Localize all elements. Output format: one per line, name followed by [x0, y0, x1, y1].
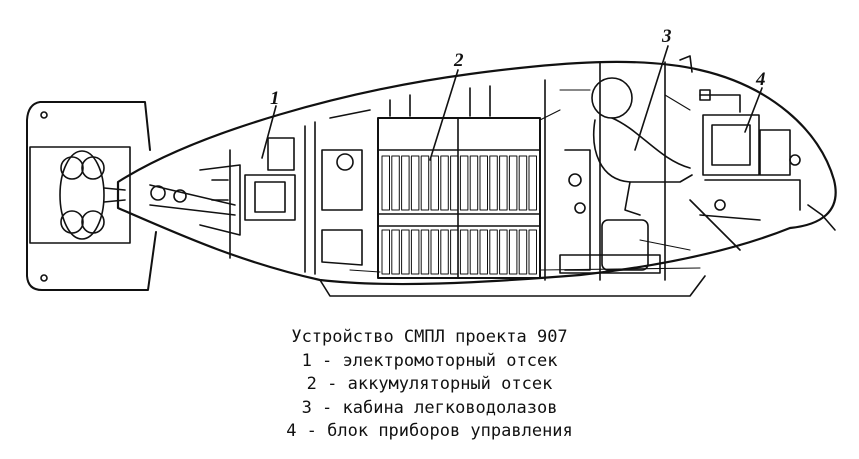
hull-outline: [116, 60, 837, 286]
battery-cell: [410, 229, 420, 275]
battery-compartment: [377, 85, 541, 279]
figure-caption: Устройство СМПЛ проекта 907 1 - электром…: [0, 326, 859, 444]
battery-cell: [391, 155, 400, 211]
battery-cell: [469, 155, 479, 211]
tail-fin-panel: [29, 146, 131, 244]
battery-cell: [479, 229, 488, 275]
battery-cell: [450, 229, 459, 275]
battery-cell: [479, 155, 488, 211]
propeller: [59, 150, 126, 240]
motor-compartment: [149, 121, 316, 275]
battery-cell: [410, 155, 420, 211]
battery-cell: [528, 229, 537, 275]
callout-leader-3: [634, 45, 669, 151]
battery-cell: [499, 155, 508, 211]
interior-piping: [349, 89, 701, 273]
battery-cell: [518, 155, 528, 211]
legend-item-1: 1 - электромоторный отсек: [301, 350, 558, 371]
legend-item-3: 3 - кабина легководолазов: [301, 397, 558, 418]
battery-cell: [518, 229, 528, 275]
battery-cell: [440, 229, 449, 275]
battery-cell: [508, 155, 518, 211]
battery-cell: [508, 229, 518, 275]
callout-leader-2: [429, 69, 459, 161]
legend-item-2: 2 - аккумуляторный отсек: [306, 374, 553, 394]
battery-cell: [420, 229, 430, 275]
callout-4: 4: [755, 69, 766, 90]
battery-cells-upper: [381, 155, 537, 211]
battery-cell: [528, 155, 537, 211]
battery-cell: [499, 229, 508, 275]
callout-leader-4: [744, 87, 763, 133]
battery-cell: [459, 229, 469, 275]
battery-cell: [469, 229, 479, 275]
battery-cell: [489, 229, 498, 275]
legend-item-4: 4 - блок приборов управления: [286, 421, 573, 441]
battery-cell: [381, 155, 390, 211]
battery-cell: [459, 155, 469, 211]
tail-fin: [26, 101, 157, 291]
battery-cell: [489, 155, 498, 211]
auxiliary-equipment: [321, 109, 371, 266]
diver-cabin: [544, 55, 693, 281]
callout-2: 2: [453, 50, 464, 71]
submarine-cutaway-drawing: 1 2 3 4: [26, 26, 837, 297]
battery-cell: [381, 229, 390, 275]
battery-cell: [391, 229, 400, 275]
caption-title: Устройство СМПЛ проекта 907: [291, 327, 568, 347]
instrument-block: [689, 89, 836, 251]
battery-cell: [450, 155, 459, 211]
callout-leader-1: [261, 105, 277, 159]
battery-cell: [430, 155, 439, 211]
battery-cell: [440, 155, 449, 211]
hull-keel: [319, 275, 706, 297]
callout-3: 3: [661, 26, 672, 47]
battery-cell: [401, 155, 410, 211]
battery-cell: [430, 229, 439, 275]
battery-cell: [401, 229, 410, 275]
battery-cell: [420, 155, 430, 211]
battery-cells-lower: [381, 229, 537, 275]
callout-1: 1: [270, 88, 280, 109]
